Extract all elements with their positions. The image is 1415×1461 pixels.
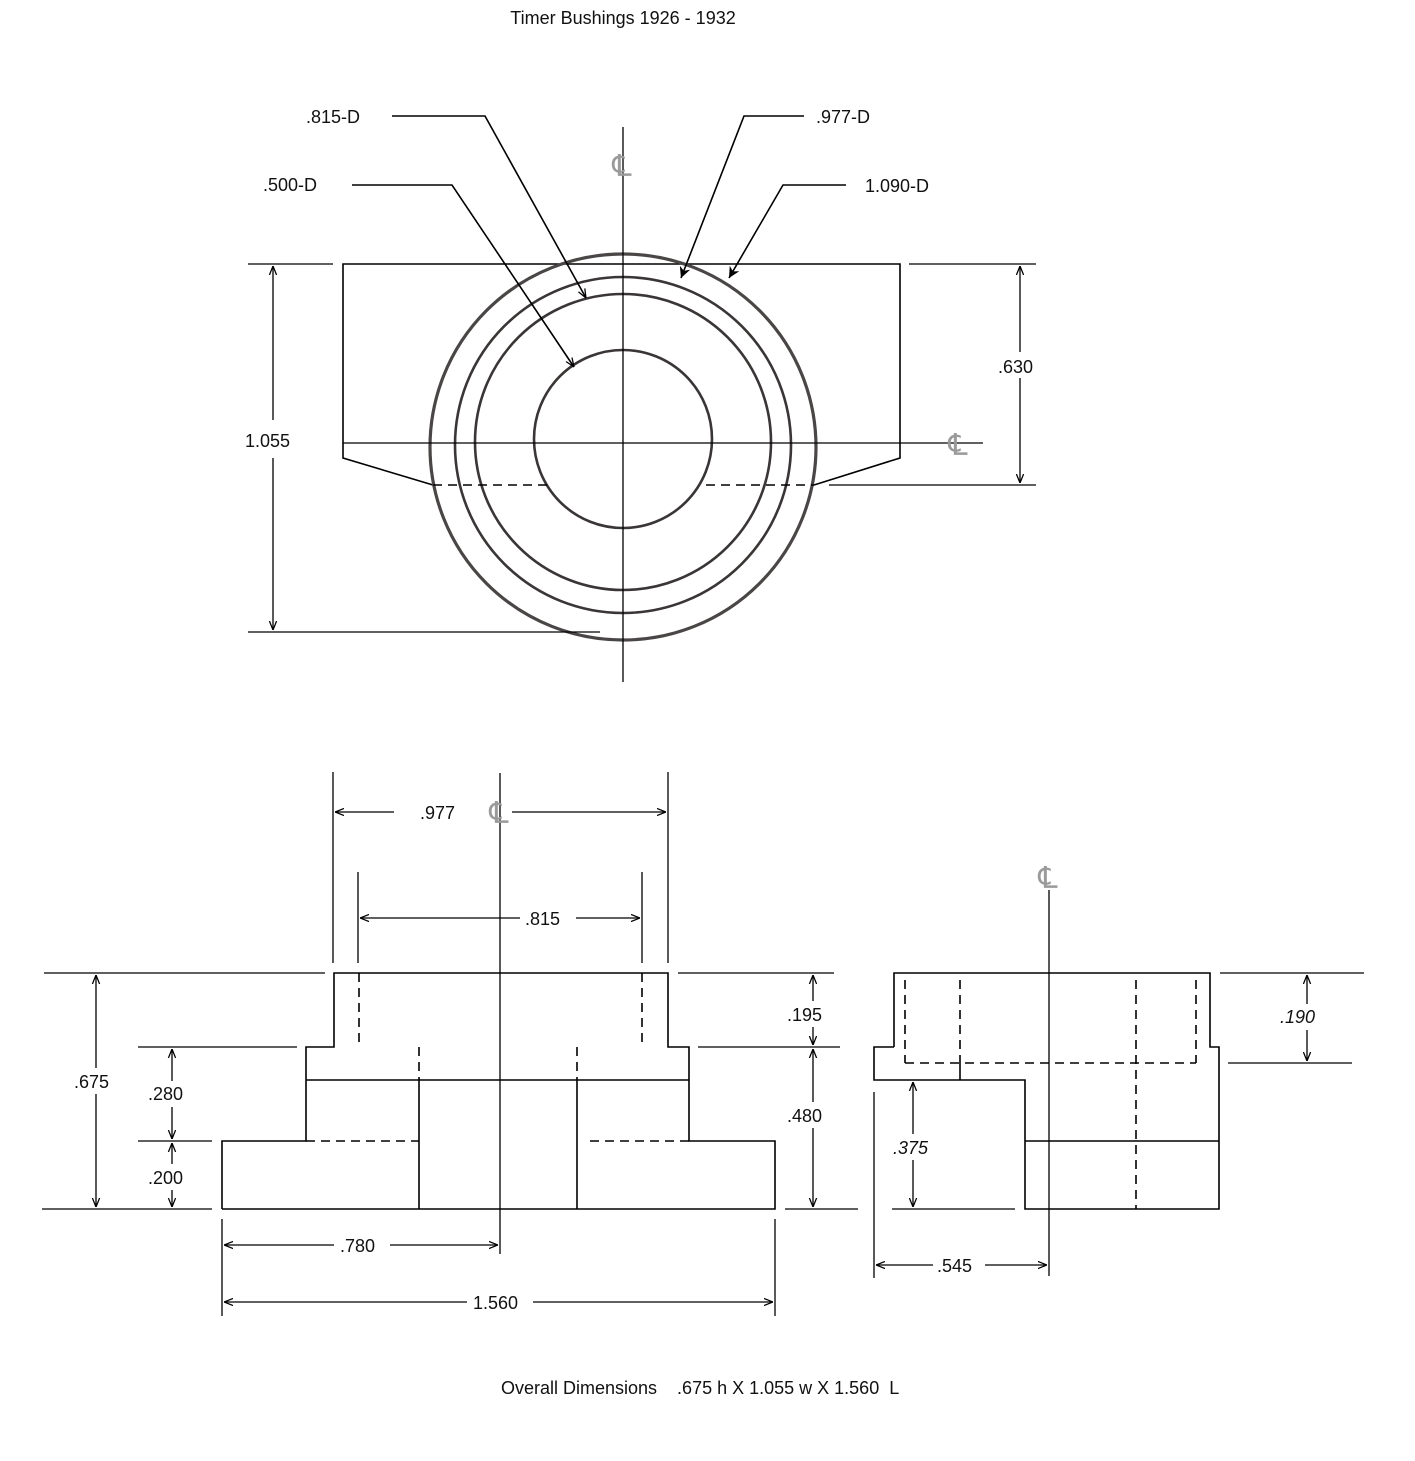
label-815: .815 bbox=[525, 909, 560, 929]
label-190: .190 bbox=[1280, 1007, 1315, 1027]
label-1090-d: 1.090-D bbox=[865, 176, 929, 196]
label-280: .280 bbox=[148, 1084, 183, 1104]
centerline-symbol-side: ℄ bbox=[1037, 861, 1058, 896]
overall-dimensions-note: Overall Dimensions .675 h X 1.055 w X 1.… bbox=[501, 1378, 899, 1398]
label-977: .977 bbox=[420, 803, 455, 823]
centerline-symbol-right: ℄ bbox=[947, 428, 968, 463]
label-480: .480 bbox=[787, 1106, 822, 1126]
leader-500-d bbox=[352, 184, 574, 367]
label-630-bg bbox=[995, 352, 1043, 378]
label-1560: 1.560 bbox=[473, 1293, 518, 1313]
label-545: .545 bbox=[937, 1256, 972, 1276]
label-480-bg bbox=[784, 1102, 836, 1128]
side-body-outline bbox=[873, 972, 1220, 1210]
centerline-symbol-front: ℄ bbox=[488, 796, 509, 831]
label-190-bg bbox=[1278, 1004, 1328, 1030]
label-375: .375 bbox=[893, 1138, 929, 1158]
label-280-bg bbox=[146, 1081, 194, 1107]
label-630: .630 bbox=[998, 357, 1033, 377]
label-977-d: .977-D bbox=[816, 107, 870, 127]
label-195: .195 bbox=[787, 1005, 822, 1025]
front-view: ℄ .977 .815 .675 .280 .200 .195 bbox=[42, 772, 858, 1316]
top-block-outline bbox=[342, 263, 901, 486]
leader-815-d bbox=[392, 115, 586, 298]
label-815-d: .815-D bbox=[306, 107, 360, 127]
centerline-symbol-top: ℄ bbox=[611, 149, 632, 184]
label-195-bg bbox=[784, 1001, 836, 1027]
top-view: ℄ ℄ .815-D .500-D .977-D 1.090-D 1.055 .… bbox=[245, 107, 1043, 682]
leader-1090-d bbox=[728, 184, 846, 279]
label-200: .200 bbox=[148, 1168, 183, 1188]
leader-977-d bbox=[679, 115, 804, 279]
label-675: .675 bbox=[74, 1072, 109, 1092]
label-200-bg bbox=[146, 1164, 194, 1190]
label-780: .780 bbox=[340, 1236, 375, 1256]
front-body-outline bbox=[221, 972, 776, 1210]
label-1055: 1.055 bbox=[245, 431, 290, 451]
drawing-title: Timer Bushings 1926 - 1932 bbox=[510, 8, 735, 28]
label-375-bg bbox=[890, 1134, 940, 1160]
side-view: ℄ .190 .375 .545 bbox=[873, 861, 1364, 1278]
label-500-d: .500-D bbox=[263, 175, 317, 195]
label-675-bg bbox=[70, 1068, 120, 1094]
